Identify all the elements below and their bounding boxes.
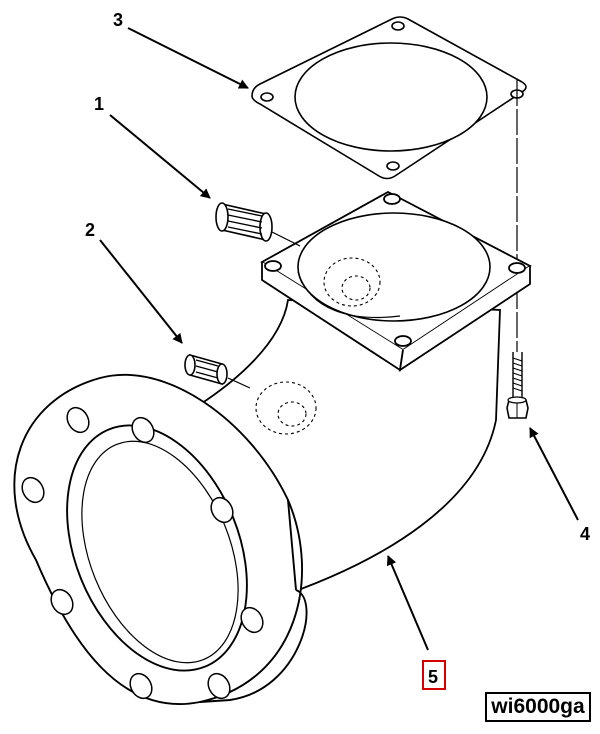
figure-id-label: wi6000ga xyxy=(485,692,591,722)
callout-label-5: 5 xyxy=(428,667,438,687)
leader-arrow-3 xyxy=(127,27,249,89)
bolt xyxy=(506,80,529,419)
callout-highlight-box xyxy=(422,660,446,690)
callout-label-2: 2 xyxy=(85,220,95,240)
pipe-plug-small xyxy=(184,353,251,389)
callout-label-1: 1 xyxy=(94,94,104,114)
pipe-plug-large xyxy=(215,202,301,247)
leader-arrow-5 xyxy=(386,555,429,651)
round-flange xyxy=(13,373,308,705)
callout-label-4: 4 xyxy=(580,524,590,544)
gasket xyxy=(251,16,527,180)
leader-arrow-1 xyxy=(109,114,211,199)
callout-label-3: 3 xyxy=(113,10,123,30)
leader-arrow-4 xyxy=(529,427,579,521)
leader-arrows xyxy=(99,27,579,651)
leader-arrow-2 xyxy=(99,239,183,344)
